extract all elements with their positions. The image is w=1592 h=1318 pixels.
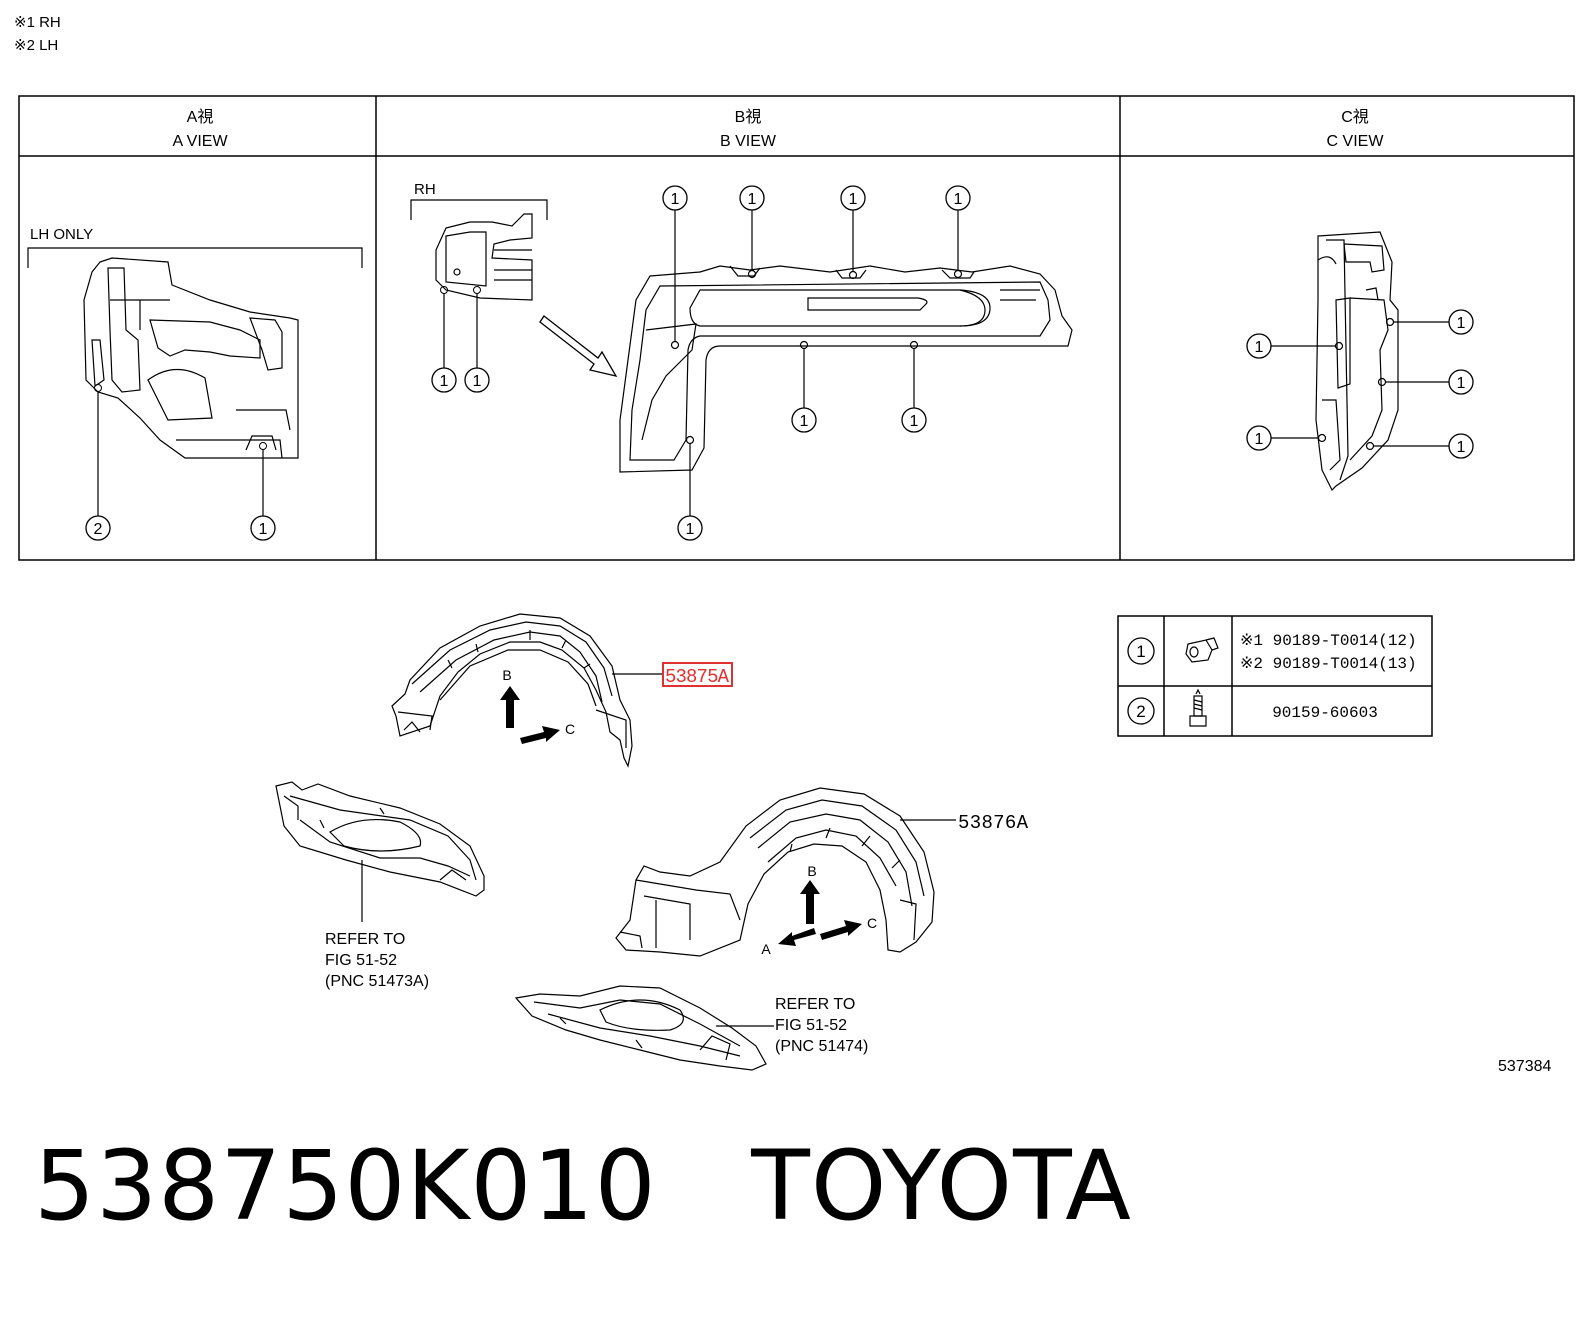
svg-text:1: 1 bbox=[1255, 431, 1264, 448]
svg-text:1: 1 bbox=[440, 373, 449, 390]
refer-51474-line-3: (PNC 51474) bbox=[775, 1038, 868, 1055]
fastener-row-1: 1 ※1 90189-T0014(12) ※2 90189-T0014(13) bbox=[1127, 632, 1417, 673]
panel-51473a-drawing bbox=[275, 781, 485, 897]
view-c-title-en: C VIEW bbox=[1327, 133, 1385, 150]
svg-text:B: B bbox=[807, 863, 816, 879]
refer-51473a-line-2: FIG 51-52 bbox=[325, 952, 397, 969]
svg-text:1: 1 bbox=[473, 373, 482, 390]
callout-c-right-3: 1 bbox=[1448, 433, 1474, 459]
view-a-title-en: A VIEW bbox=[172, 133, 228, 150]
fastener-row-2-num: 2 bbox=[1136, 702, 1145, 721]
svg-text:1: 1 bbox=[686, 521, 695, 538]
liner-b-main-drawing bbox=[619, 265, 1073, 473]
fastener-row-1-line-2: ※2 90189-T0014(13) bbox=[1240, 655, 1417, 673]
callout-b-top-1: 1 bbox=[662, 185, 688, 211]
callout-b-top-2: 1 bbox=[739, 185, 765, 211]
callout-b-bottom-1: 1 bbox=[791, 407, 817, 433]
view-a-label: LH ONLY bbox=[30, 226, 93, 243]
svg-text:B: B bbox=[502, 667, 511, 683]
svg-text:1: 1 bbox=[748, 191, 757, 208]
refer-51473a-line-3: (PNC 51473A) bbox=[325, 973, 429, 990]
fastener-row-2: 2 90159-60603 bbox=[1127, 688, 1378, 727]
svg-text:2: 2 bbox=[94, 521, 103, 538]
fastener-row-2-line-1: 90159-60603 bbox=[1272, 704, 1378, 722]
callout-b-bottom-2: 1 bbox=[901, 407, 927, 433]
part-53875a: B C 53875A bbox=[391, 613, 733, 768]
part-51473a-panel: REFER TO FIG 51-52 (PNC 51473A) bbox=[275, 781, 485, 990]
refer-51474-line-2: FIG 51-52 bbox=[775, 1017, 847, 1034]
view-c-panel: 1 1 1 1 1 bbox=[1246, 231, 1474, 492]
arrow-c-upper: C bbox=[520, 721, 575, 744]
view-a-panel: LH ONLY 2 1 bbox=[27, 226, 363, 541]
svg-text:1: 1 bbox=[1457, 375, 1466, 392]
svg-text:C: C bbox=[565, 721, 575, 737]
svg-text:C: C bbox=[867, 915, 877, 931]
part-53875a-label[interactable]: 53875A bbox=[665, 666, 730, 688]
callout-b-top-3: 1 bbox=[840, 185, 866, 211]
callout-a-2: 2 bbox=[85, 515, 111, 541]
callout-a-1: 1 bbox=[250, 515, 276, 541]
view-c-title-jp: C視 bbox=[1341, 108, 1369, 126]
fastener-table: 1 ※1 90189-T0014(12) ※2 90189-T0014(13) … bbox=[1117, 615, 1433, 737]
view-frame bbox=[18, 95, 1575, 561]
arrow-b-lower: B bbox=[800, 863, 820, 924]
part-53875a-highlight bbox=[662, 662, 733, 687]
view-a-title-jp: A視 bbox=[187, 108, 214, 126]
note-rh: ※1 RH bbox=[14, 14, 61, 31]
callout-b-bottom-3: 1 bbox=[677, 515, 703, 541]
svg-text:1: 1 bbox=[800, 413, 809, 430]
diagram-code: 537384 bbox=[1498, 1058, 1552, 1075]
view-b-panel: RH 1 1 bbox=[410, 181, 1073, 541]
arrow-a-lower: A bbox=[761, 928, 816, 957]
clip-icon bbox=[1185, 637, 1219, 663]
part-53876a: B C A 53876A bbox=[615, 787, 1029, 957]
callout-c-right-1: 1 bbox=[1448, 309, 1474, 335]
callout-c-left-2: 1 bbox=[1246, 425, 1272, 451]
callout-c-left-1: 1 bbox=[1246, 333, 1272, 359]
footer-part-number: 538750K010 TOYOTA bbox=[34, 1130, 1132, 1242]
note-lh: ※2 LH bbox=[14, 37, 59, 54]
arrow-b-upper: B bbox=[500, 667, 520, 728]
liner-b-inset-drawing bbox=[435, 213, 533, 301]
view-b-title-en: B VIEW bbox=[720, 133, 777, 150]
part-51474-panel: REFER TO FIG 51-52 (PNC 51474) bbox=[514, 985, 868, 1071]
svg-text:1: 1 bbox=[1457, 439, 1466, 456]
screw-icon bbox=[1189, 688, 1207, 727]
svg-text:1: 1 bbox=[259, 521, 268, 538]
svg-text:1: 1 bbox=[1457, 315, 1466, 332]
view-b-label: RH bbox=[414, 181, 436, 198]
liner-53876a-drawing bbox=[615, 787, 935, 957]
fastener-row-1-num: 1 bbox=[1136, 642, 1145, 661]
refer-51474-line-1: REFER TO bbox=[775, 996, 855, 1013]
arrow-c-lower: C bbox=[820, 915, 877, 940]
part-53876a-label[interactable]: 53876A bbox=[958, 812, 1029, 834]
svg-text:1: 1 bbox=[910, 413, 919, 430]
callout-b-inset-1: 1 bbox=[431, 367, 457, 393]
callout-b-top-4: 1 bbox=[945, 185, 971, 211]
liner-a-drawing bbox=[83, 257, 299, 459]
svg-text:1: 1 bbox=[1255, 339, 1264, 356]
refer-51473a-line-1: REFER TO bbox=[325, 931, 405, 948]
callout-c-right-2: 1 bbox=[1448, 369, 1474, 395]
svg-text:A: A bbox=[761, 941, 771, 957]
view-b-title-jp: B視 bbox=[735, 108, 762, 126]
callout-b-inset-2: 1 bbox=[464, 367, 490, 393]
svg-text:1: 1 bbox=[849, 191, 858, 208]
svg-text:1: 1 bbox=[954, 191, 963, 208]
fastener-row-1-line-1: ※1 90189-T0014(12) bbox=[1240, 632, 1417, 650]
view-direction-arrow bbox=[539, 315, 618, 377]
liner-53875a-drawing bbox=[391, 613, 633, 768]
liner-c-drawing bbox=[1315, 231, 1399, 492]
panel-51474-drawing bbox=[514, 985, 767, 1071]
svg-text:1: 1 bbox=[671, 191, 680, 208]
